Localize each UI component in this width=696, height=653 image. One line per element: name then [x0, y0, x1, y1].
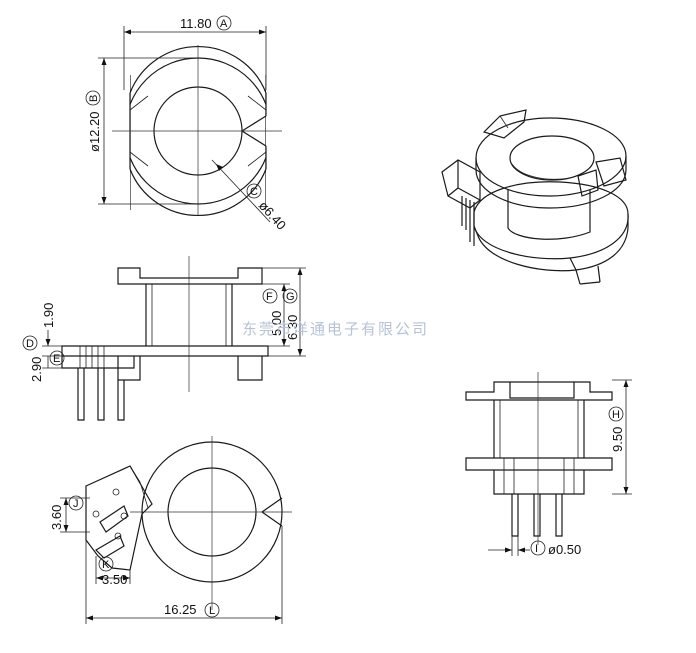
front-view: H 9.50 I ø0.50	[465, 372, 632, 557]
dim-b-tag: B	[88, 95, 100, 102]
dim-h-tag: H	[612, 409, 620, 421]
front-view-top-flange	[465, 381, 613, 401]
dimension-a: 11.80 A	[123, 15, 267, 90]
side-view-pins	[77, 368, 125, 421]
dim-k-value: 3.50	[102, 572, 127, 587]
side-view-top-flange	[117, 267, 263, 285]
dim-i-value: ø0.50	[548, 542, 581, 557]
dim-h-value: 9.50	[610, 427, 625, 452]
front-view-pins	[511, 494, 563, 537]
side-view-bottom-flange	[61, 345, 269, 357]
dim-e-value: 2.90	[29, 357, 44, 382]
dim-g-tag: G	[286, 291, 295, 303]
dimension-b: B ø12.20	[85, 57, 198, 205]
dimension-j: J 3.60	[49, 495, 90, 533]
iso-core-tube	[507, 190, 591, 240]
dim-i-tag: I	[535, 543, 538, 555]
dim-j-tag: J	[73, 498, 79, 510]
top-view: 11.80 A B ø12.20 C ø6.40	[85, 15, 289, 233]
front-view-bottom-flange	[465, 457, 613, 471]
company-watermark: 东莞市洋通电子有限公司	[242, 320, 429, 338]
dim-l-value: 16.25	[164, 602, 197, 617]
dim-c-tag: C	[250, 186, 258, 198]
dimension-d: D 1.90	[22, 303, 62, 357]
iso-tab-right	[595, 157, 627, 187]
iso-bottom-flange-front	[473, 213, 629, 260]
dimension-g: G 6.30	[262, 267, 306, 357]
iso-tab-left	[482, 109, 527, 139]
dimension-f: F 5.00	[262, 283, 290, 347]
iso-pin-block	[441, 159, 481, 209]
iso-top-flange	[475, 117, 627, 197]
dimension-i: I ø0.50	[488, 536, 581, 557]
dimension-k: K 3.50	[95, 556, 131, 587]
top-view-outer-bottom	[129, 168, 267, 216]
bottom-view: J 3.60 K 3.50 16.25 L	[49, 436, 292, 624]
dim-a-tag: A	[220, 18, 228, 30]
dim-d-value: 1.90	[41, 303, 56, 328]
dim-b-value: ø12.20	[87, 112, 102, 152]
dim-g-value: 6.30	[285, 315, 300, 340]
side-view: D 1.90 E 2.90 F 5.00 G	[22, 256, 306, 421]
dim-f-value: 5.00	[269, 311, 284, 336]
dimension-h: H 9.50	[608, 379, 632, 495]
isometric-view	[441, 109, 629, 285]
dimension-c: C ø6.40	[211, 159, 289, 233]
dim-e-tag: E	[53, 353, 60, 365]
dimension-e: E 2.90	[29, 350, 65, 382]
dim-c-value: ø6.40	[256, 198, 289, 233]
dim-l-tag: L	[209, 605, 215, 617]
dimension-l: 16.25 L	[85, 526, 283, 624]
iso-inner-hole	[509, 135, 595, 181]
dim-k-tag: K	[102, 559, 110, 571]
dim-j-value: 3.60	[49, 505, 64, 530]
dim-f-tag: F	[266, 291, 273, 303]
dim-a-value: 11.80	[180, 16, 212, 31]
dim-d-tag: D	[26, 338, 34, 350]
